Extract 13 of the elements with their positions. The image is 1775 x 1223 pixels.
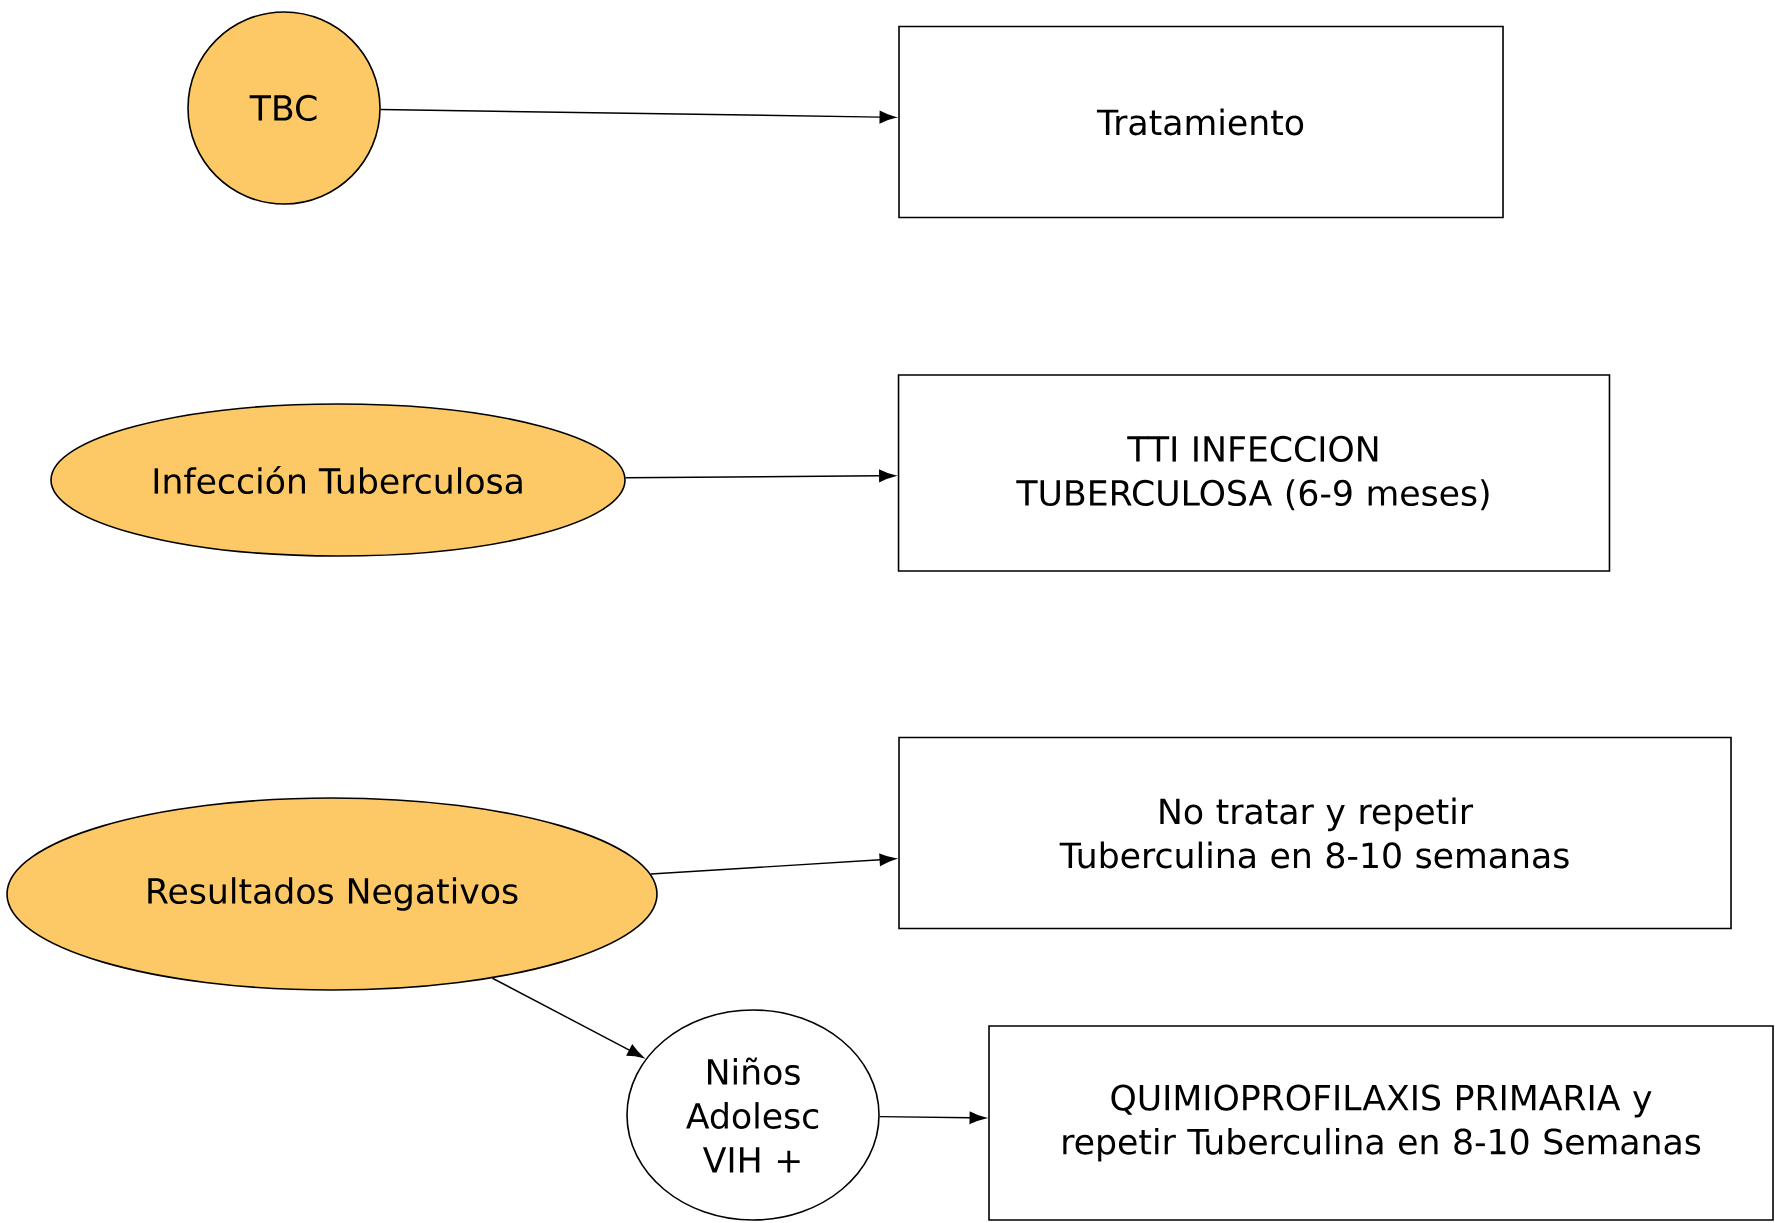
process-box: Tratamiento xyxy=(898,25,1504,219)
process-box: No tratar y repetir Tuberculina en 8-10 semanas xyxy=(898,736,1732,930)
arrow xyxy=(624,469,896,482)
process-box: TTI INFECCION TUBERCULOSA (6-9 meses) xyxy=(897,374,1611,572)
arrow xyxy=(380,108,896,124)
circle-node: TBC xyxy=(187,11,381,205)
arrow xyxy=(650,853,896,875)
process-box: QUIMIOPROFILAXIS PRIMARIA y repetir Tuberculina en 8-10 Semanas xyxy=(988,1025,1774,1221)
ellipse-node: Infección Tuberculosa xyxy=(50,403,626,557)
arrow xyxy=(879,1111,986,1124)
ellipse-node: Resultados Negativos xyxy=(6,797,658,991)
ellipse-node: Niños Adolesc VIH + xyxy=(626,1009,880,1221)
arrow xyxy=(491,977,644,1058)
